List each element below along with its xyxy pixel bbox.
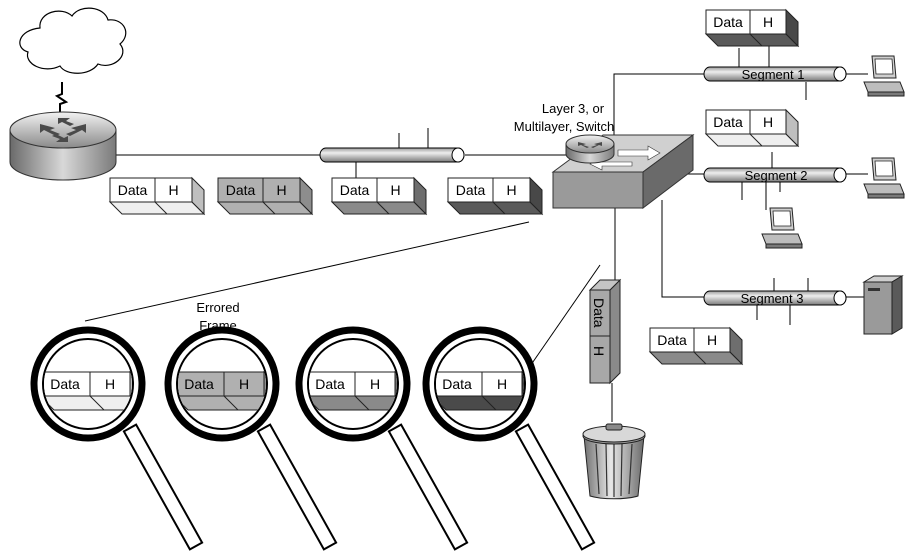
segment-1-frame: Data H bbox=[704, 8, 800, 48]
workstation-icon bbox=[863, 55, 905, 97]
magnifier-2-errored: Data H bbox=[164, 326, 338, 551]
trash-can-icon bbox=[582, 423, 646, 500]
frame-data-label: Data bbox=[713, 14, 743, 30]
segment-2-label: Segment 2 bbox=[745, 168, 808, 183]
frame-header-label: H bbox=[763, 14, 773, 30]
frame-data-label: Data bbox=[315, 376, 345, 392]
magnifier-handle bbox=[122, 423, 204, 551]
switch-label-line2: Multilayer, Switch bbox=[514, 119, 614, 134]
frame-header-label: H bbox=[707, 332, 717, 348]
segment-2-frame: Data H bbox=[704, 108, 800, 148]
frame-data-label: Data bbox=[226, 182, 256, 198]
errored-frame-label-line1: Errored bbox=[196, 300, 239, 315]
switch-label-line1: Layer 3, or bbox=[542, 101, 605, 116]
frame-data-label: Data bbox=[657, 332, 687, 348]
frame-data-label: Data bbox=[184, 376, 214, 392]
magnifier-handle bbox=[256, 423, 338, 551]
frame-header-label: H bbox=[239, 376, 249, 392]
segment-3-label: Segment 3 bbox=[741, 291, 804, 306]
magnifier-4: Data H bbox=[422, 326, 596, 551]
frame-header-label: H bbox=[168, 182, 178, 198]
segment-1: Segment 1 bbox=[703, 66, 847, 82]
frame-header-label: H bbox=[763, 114, 773, 130]
magnified-frame: Data H bbox=[436, 370, 524, 412]
magnifiers-layer: Data H Data H Data H Data H bbox=[30, 326, 596, 551]
frame-header-label: H bbox=[390, 182, 400, 198]
segment-2: Segment 2 bbox=[703, 167, 847, 183]
magnifier-3: Data H bbox=[295, 326, 469, 551]
dropped-frame: Data H bbox=[588, 278, 622, 385]
magnifier-handle bbox=[387, 423, 469, 551]
frame-4: Data H bbox=[446, 176, 544, 216]
errored-frame-label-line2: Frame bbox=[199, 318, 237, 333]
multilayer-switch-icon bbox=[551, 134, 695, 210]
segment-1-label: Segment 1 bbox=[742, 67, 805, 82]
magnifier-1: Data H bbox=[30, 326, 204, 551]
dropped-frame-data-label: Data bbox=[591, 298, 607, 328]
wan-link-icon bbox=[54, 82, 69, 112]
frame-data-label: Data bbox=[50, 376, 80, 392]
frame-header-label: H bbox=[276, 182, 286, 198]
segment-3-frame: Data H bbox=[648, 326, 744, 366]
magnified-frame: Data H bbox=[44, 370, 132, 412]
frame-data-label: Data bbox=[442, 376, 472, 392]
frame-1: Data H bbox=[108, 176, 206, 216]
workstation-icon bbox=[761, 207, 803, 249]
magnifier-handle bbox=[514, 423, 596, 551]
router-icon bbox=[9, 111, 117, 181]
frame-header-label: H bbox=[497, 376, 507, 392]
frame-data-label: Data bbox=[713, 114, 743, 130]
frame-header-label: H bbox=[105, 376, 115, 392]
frame-header-label: H bbox=[506, 182, 516, 198]
cloud-icon bbox=[19, 7, 127, 74]
dropped-frame-header-label: H bbox=[591, 346, 607, 356]
frame-data-label: Data bbox=[456, 182, 486, 198]
frame-data-label: Data bbox=[340, 182, 370, 198]
workstation-icon bbox=[863, 157, 905, 199]
frame-header-label: H bbox=[370, 376, 380, 392]
segment-3: Segment 3 bbox=[703, 290, 847, 306]
server-icon bbox=[862, 275, 904, 335]
backbone-segment bbox=[319, 147, 465, 163]
frame-3: Data H bbox=[330, 176, 428, 216]
magnified-frame: Data H bbox=[178, 370, 266, 412]
frame-data-label: Data bbox=[118, 182, 148, 198]
frame-2-errored: Data H bbox=[216, 176, 314, 216]
